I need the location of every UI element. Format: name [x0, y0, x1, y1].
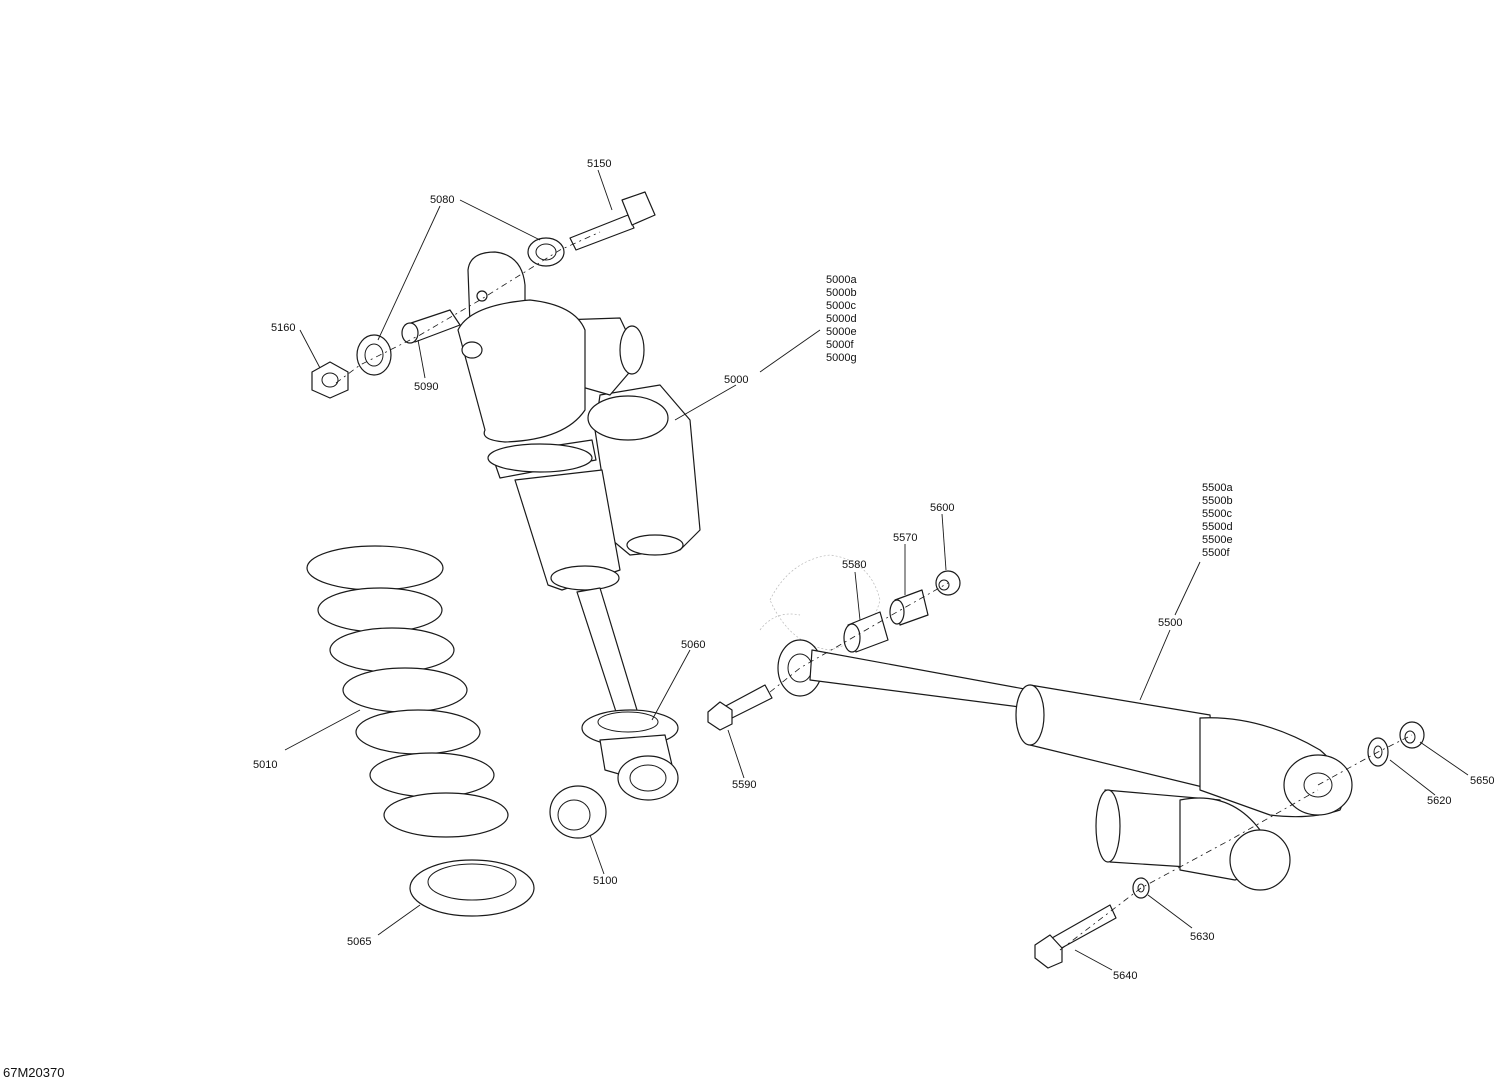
callout-5000: 5000 [724, 374, 748, 386]
callout-5090: 5090 [414, 381, 438, 393]
nut-5160 [311, 361, 349, 399]
callout-5065: 5065 [347, 936, 371, 948]
bushing-5100 [549, 785, 607, 839]
callout-5650: 5650 [1470, 775, 1494, 787]
variant-list-5000: 5000a 5000b 5000c 5000d 5000e 5000f 5000… [826, 274, 857, 364]
ghost-outline [759, 554, 881, 651]
callout-5160: 5160 [271, 322, 295, 334]
callout-5570: 5570 [893, 532, 917, 544]
callout-5640: 5640 [1113, 970, 1137, 982]
variant-5000b: 5000b [826, 287, 857, 299]
callout-5620: 5620 [1427, 795, 1451, 807]
bolt-5150 [569, 191, 656, 251]
shock-absorber-5500 [777, 639, 1353, 891]
bushing-5570 [889, 589, 929, 626]
variant-list-5500: 5500a 5500b 5500c 5500d 5500e 5500f [1202, 482, 1233, 559]
coil-spring-5010 [306, 545, 509, 838]
spring-seat-5065 [409, 859, 535, 917]
callout-5060: 5060 [681, 639, 705, 651]
washer-5630 [1132, 877, 1150, 899]
callout-5630: 5630 [1190, 931, 1214, 943]
callout-5150: 5150 [587, 158, 611, 170]
variant-5500b: 5500b [1202, 495, 1233, 507]
variant-5000g: 5000g [826, 352, 857, 364]
bushing-5080-side [356, 334, 392, 376]
bolt-5590 [707, 684, 773, 731]
leader-lines [284, 169, 1469, 971]
variant-5500e: 5500e [1202, 534, 1233, 546]
callout-5590: 5590 [732, 779, 756, 791]
callout-5600: 5600 [930, 502, 954, 514]
callout-5100: 5100 [593, 875, 617, 887]
variant-5000c: 5000c [826, 300, 856, 312]
shock-absorber-5000 [457, 251, 701, 801]
callout-5500: 5500 [1158, 617, 1182, 629]
callout-5010: 5010 [253, 759, 277, 771]
callout-5080: 5080 [430, 194, 454, 206]
variant-5000f: 5000f [826, 339, 854, 351]
variant-5000e: 5000e [826, 326, 857, 338]
variant-5500f: 5500f [1202, 547, 1230, 559]
variant-5000d: 5000d [826, 313, 857, 325]
variant-5000a: 5000a [826, 274, 857, 286]
variant-5500d: 5500d [1202, 521, 1233, 533]
drawing-code: 67M20370 [3, 1065, 64, 1080]
variant-5500c: 5500c [1202, 508, 1232, 520]
spacer-5090 [401, 309, 461, 344]
variant-5500a: 5500a [1202, 482, 1233, 494]
bolt-5640 [1034, 904, 1117, 969]
callout-5580: 5580 [842, 559, 866, 571]
bushing-5080-top [527, 237, 565, 267]
bushing-5580 [843, 611, 889, 653]
